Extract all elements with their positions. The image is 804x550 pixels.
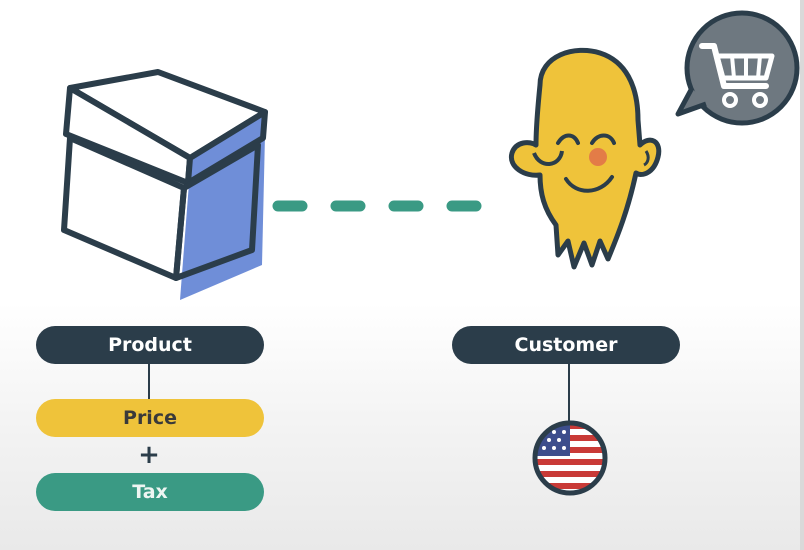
customer-label: Customer	[452, 326, 680, 364]
product-price-connector	[148, 364, 150, 399]
shopping-cart-icon	[675, 10, 800, 126]
price-label: Price	[36, 399, 264, 437]
us-flag-icon	[532, 420, 608, 496]
customer-label-text: Customer	[514, 334, 618, 356]
plus-sign: +	[138, 440, 160, 470]
product-label: Product	[36, 326, 264, 364]
customer-flag-connector	[568, 364, 570, 422]
price-label-text: Price	[123, 407, 177, 429]
dashed-connector	[272, 200, 500, 212]
right-frame-edge	[800, 0, 804, 550]
customer-face-icon	[508, 47, 662, 270]
tax-label: Tax	[36, 473, 264, 511]
tax-label-text: Tax	[132, 481, 168, 503]
product-label-text: Product	[108, 334, 192, 356]
box-icon	[61, 69, 268, 300]
